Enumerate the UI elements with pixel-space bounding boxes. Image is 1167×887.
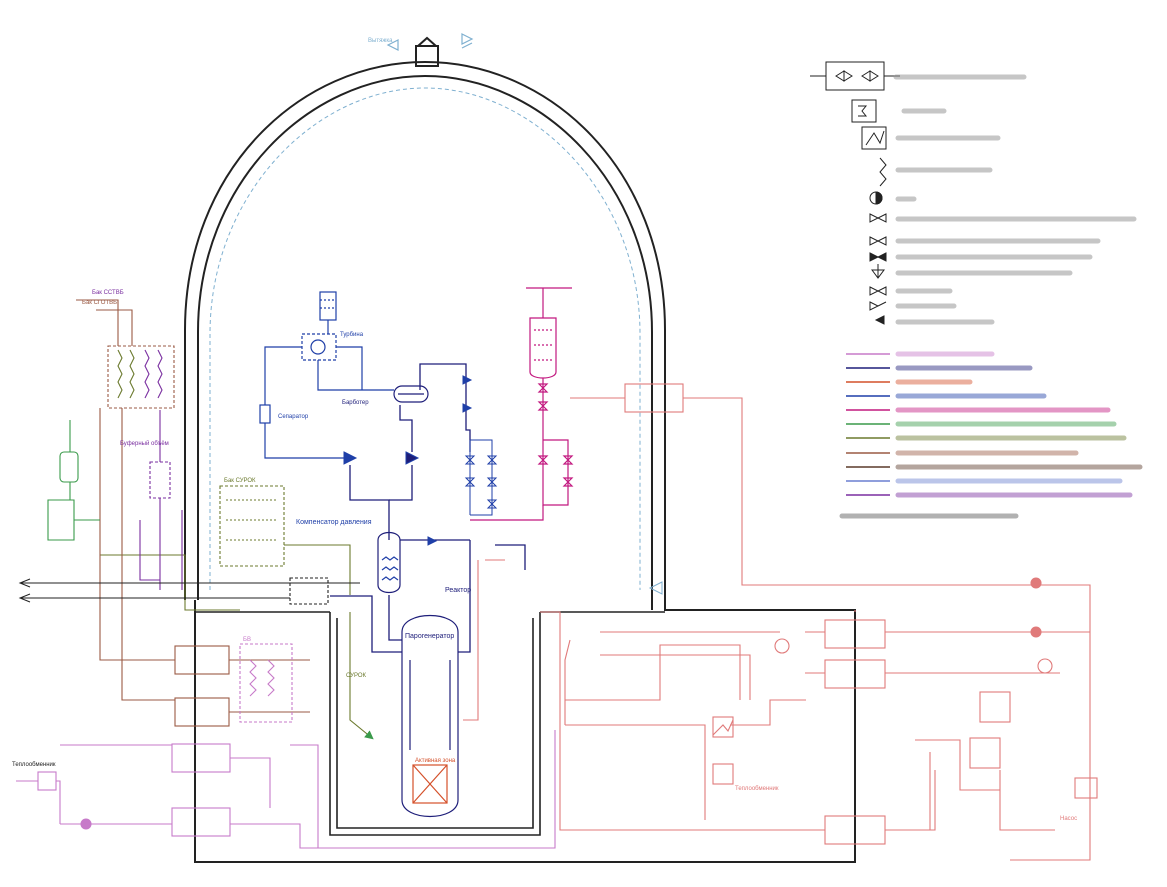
magenta-system: [470, 287, 574, 521]
pump-label: Насос: [1060, 816, 1077, 822]
secondary-piping: [463, 397, 1091, 861]
bubbler-label: Барботер: [342, 400, 369, 406]
liner-arrow-icon: [648, 581, 663, 595]
valve-icon: [537, 455, 549, 465]
containment-liner: [209, 87, 641, 590]
reactor-pit: [195, 611, 665, 836]
valve-icon: [562, 455, 574, 465]
core-label: Активная зона: [415, 758, 456, 764]
left-tanks: [76, 299, 175, 701]
legend-line-text: [839, 351, 1143, 519]
check-valve-icon: [427, 536, 438, 546]
vent-label: Вытяжка: [368, 38, 393, 44]
steam-generator-label: Парогенератор: [405, 633, 454, 640]
motor-valve-icon: [405, 451, 420, 465]
lower-left-boxes: [174, 645, 310, 727]
check-valve-icon: [462, 375, 473, 385]
legend-symbols: [810, 61, 900, 325]
sbr-tank-label: Бак ССТВБ: [92, 290, 124, 296]
left-black-pipes: [20, 577, 360, 605]
inflow-arrow-icon: [18, 578, 31, 588]
valve-icon: [537, 401, 549, 411]
valve-icon: [486, 477, 498, 487]
reactor-label: Реактор: [445, 587, 471, 594]
valve-icon: [562, 477, 574, 487]
vent-arrows: [386, 33, 474, 51]
double-valve-box-icon: [825, 61, 885, 91]
turbine-label: Турбина: [340, 332, 364, 338]
zigzag-line-icon: [879, 157, 887, 187]
hx-right-label: Теплообменник: [735, 786, 779, 792]
secondary-boxes: [624, 383, 1098, 845]
heat-exchanger-box-icon: [851, 99, 877, 123]
valve-icon: [464, 455, 476, 465]
purple-system: [139, 410, 183, 590]
surok-label: СУРОК: [346, 673, 366, 679]
reactor-vessel: [401, 614, 459, 818]
closed-motor-valve-icon: [869, 252, 887, 262]
green-system: [47, 420, 100, 541]
safety-valve-icon: [871, 264, 885, 279]
violet-system: [16, 730, 556, 849]
valve-icon: [486, 455, 498, 465]
bb-tank: [239, 643, 293, 723]
motor-valve-icon: [343, 451, 358, 465]
separator-label: Сепаратор: [278, 414, 309, 420]
surok-system: [100, 485, 374, 740]
manual-valve-icon: [869, 286, 887, 296]
valve-icon: [537, 383, 549, 393]
valve-icon: [464, 477, 476, 487]
containment-shell: [184, 36, 856, 863]
legend-symbol-text: [893, 74, 1137, 325]
flow-arrow-icon: [874, 315, 885, 325]
motor-valve-icon: [869, 236, 887, 246]
pressurizer-label: Компенсатор давления: [296, 519, 372, 526]
sgd-tank-label: Бак СГОТВБ: [82, 300, 117, 306]
pressurizer: [377, 531, 401, 594]
bubbler-tank: [393, 385, 429, 403]
eccs-valve-column: [464, 439, 498, 516]
hx-left-label: Теплообменник: [12, 762, 56, 768]
legend: [810, 61, 1143, 519]
valve-icon: [486, 499, 498, 509]
check-valve-icon: [869, 301, 887, 311]
recuperative-hx-icon: [861, 126, 887, 150]
check-valve-icon: [462, 403, 473, 413]
primary-piping: [330, 363, 526, 653]
fast-valve-icon: [869, 213, 887, 223]
separator-system: [259, 291, 394, 459]
surok-tank-label: Бак СУРОК: [224, 478, 256, 484]
legend-lines: [846, 353, 890, 496]
bb-tank-label: БВ: [243, 637, 251, 643]
outflow-arrow-icon: [18, 593, 31, 603]
buffer-tank-label: Буферный объём: [120, 440, 169, 447]
